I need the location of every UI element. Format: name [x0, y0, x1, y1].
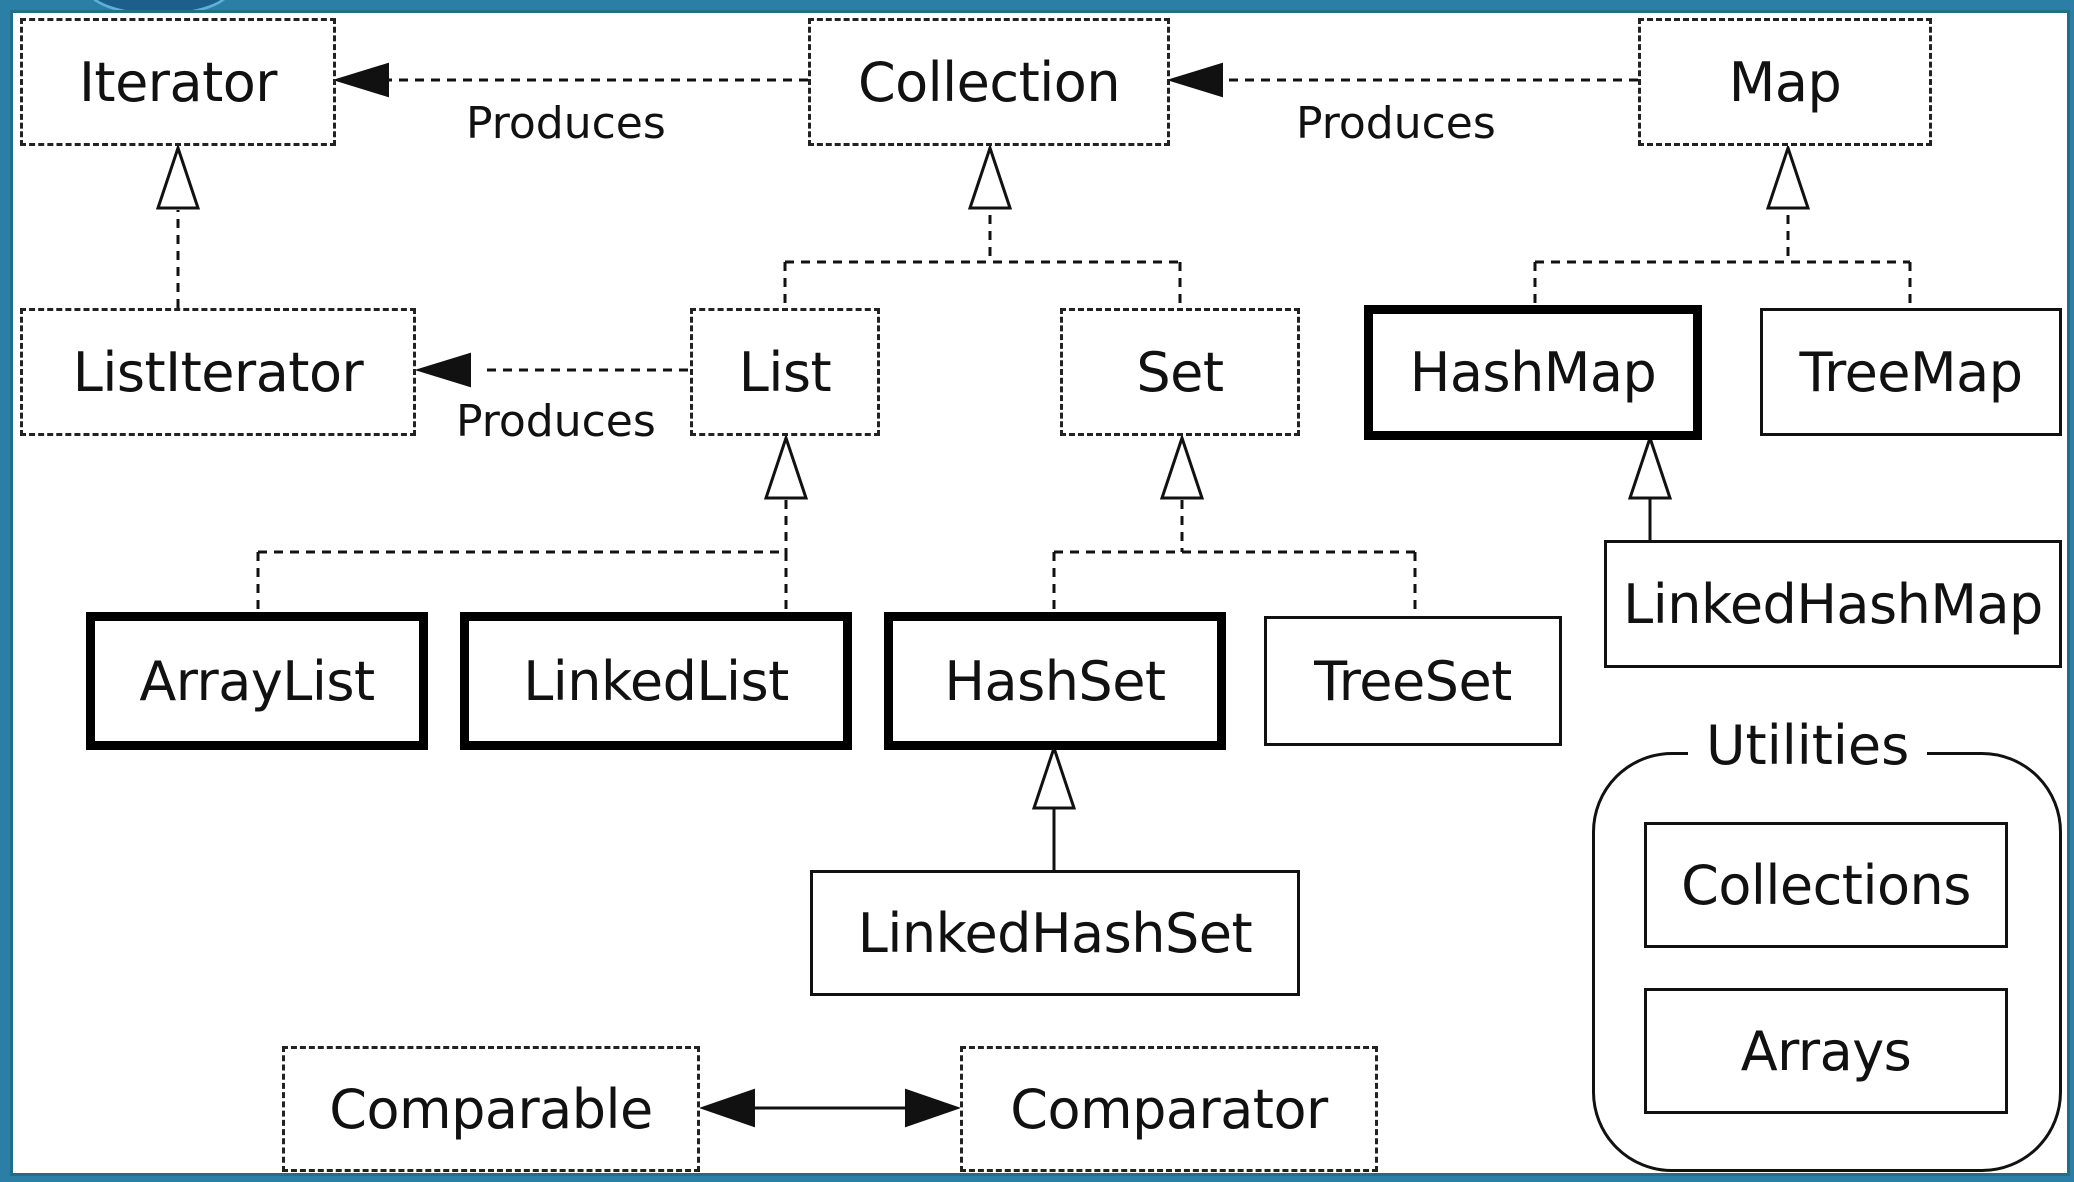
- class-linked-hash-map-label: LinkedHashMap: [1623, 572, 2043, 636]
- interface-set: Set: [1060, 308, 1300, 436]
- class-array-list: ArrayList: [86, 612, 428, 750]
- interface-comparator-label: Comparator: [1010, 1077, 1328, 1141]
- iterator-inherit-triangle: [155, 143, 201, 210]
- utility-collections-label: Collections: [1681, 853, 1971, 917]
- interface-collection: Collection: [808, 18, 1170, 146]
- utility-arrays-label: Arrays: [1740, 1019, 1912, 1083]
- interface-list-label: List: [738, 340, 832, 404]
- interface-comparator: Comparator: [960, 1046, 1378, 1172]
- produces-label-iterator: Produces: [466, 98, 666, 149]
- interface-list-iterator-label: ListIterator: [72, 340, 364, 404]
- class-array-list-label: ArrayList: [139, 649, 375, 713]
- interface-map-label: Map: [1728, 50, 1842, 114]
- listiterator-produces-arrowhead: [414, 352, 471, 388]
- hashmap-inherit-triangle: [1627, 433, 1673, 500]
- class-linked-hash-set-label: LinkedHashSet: [857, 901, 1253, 965]
- collection-produces-arrowhead: [1166, 62, 1223, 98]
- iterator-produces-arrowhead: [332, 62, 389, 98]
- set-inherit-triangle: [1159, 433, 1205, 500]
- class-hash-map-label: HashMap: [1409, 341, 1657, 404]
- class-tree-map: TreeMap: [1760, 308, 2062, 436]
- class-hash-map: HashMap: [1364, 305, 1702, 440]
- interface-list-iterator: ListIterator: [20, 308, 416, 436]
- interface-iterator: Iterator: [20, 18, 336, 146]
- produces-label-collection: Produces: [1296, 98, 1496, 149]
- class-tree-set-label: TreeSet: [1314, 649, 1512, 713]
- class-hash-set: HashSet: [884, 612, 1226, 750]
- utility-collections: Collections: [1644, 822, 2008, 948]
- class-linked-hash-map: LinkedHashMap: [1604, 540, 2062, 668]
- class-tree-set: TreeSet: [1264, 616, 1562, 746]
- comparable-arrowhead: [698, 1088, 755, 1128]
- interface-iterator-label: Iterator: [78, 50, 278, 114]
- class-hash-set-label: HashSet: [944, 649, 1166, 713]
- interface-list: List: [690, 308, 880, 436]
- utilities-title: Utilities: [1688, 714, 1928, 777]
- interface-comparable-label: Comparable: [329, 1077, 653, 1141]
- map-inherit-triangle: [1765, 143, 1811, 210]
- list-inherit-triangle: [763, 433, 809, 500]
- comparator-arrowhead: [905, 1088, 962, 1128]
- interface-collection-label: Collection: [857, 50, 1121, 114]
- interface-set-label: Set: [1136, 340, 1224, 404]
- class-linked-list-label: LinkedList: [523, 649, 789, 713]
- class-tree-map-label: TreeMap: [1799, 340, 2023, 404]
- interface-comparable: Comparable: [282, 1046, 700, 1172]
- utility-arrays: Arrays: [1644, 988, 2008, 1114]
- collection-inherit-triangle: [967, 143, 1013, 210]
- hashset-inherit-triangle: [1031, 743, 1077, 810]
- class-linked-hash-set: LinkedHashSet: [810, 870, 1300, 996]
- class-linked-list: LinkedList: [460, 612, 852, 750]
- interface-map: Map: [1638, 18, 1932, 146]
- produces-label-list-iterator: Produces: [456, 396, 656, 447]
